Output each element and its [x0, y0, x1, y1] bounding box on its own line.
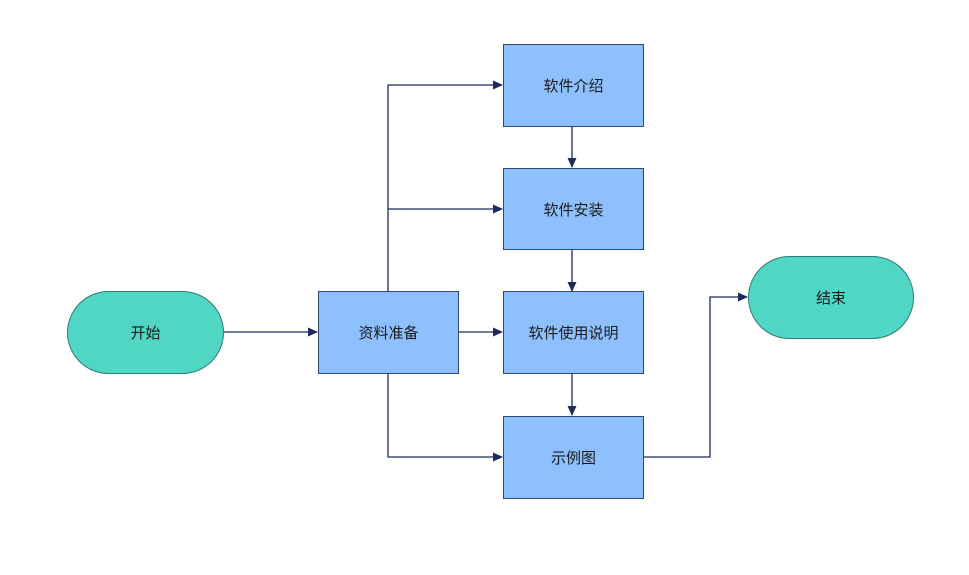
node-prepare[interactable]: 资料准备 — [318, 291, 459, 374]
node-start[interactable]: 开始 — [67, 291, 224, 374]
node-install-label: 软件安装 — [543, 200, 604, 219]
node-usage[interactable]: 软件使用说明 — [503, 291, 644, 374]
connector-prepare-to-examples — [387, 373, 503, 462]
connector-prepare-to-intro — [387, 80, 503, 292]
node-install[interactable]: 软件安装 — [503, 168, 644, 250]
connector-examples-to-end — [643, 292, 748, 458]
node-usage-label: 软件使用说明 — [528, 324, 619, 342]
node-intro-label: 软件介绍 — [543, 77, 604, 95]
node-start-label: 开始 — [130, 324, 161, 342]
node-prepare-label: 资料准备 — [358, 324, 419, 342]
node-examples-label: 示例图 — [550, 449, 596, 467]
node-end[interactable]: 结束 — [748, 256, 914, 339]
node-intro[interactable]: 软件介绍 — [503, 44, 644, 127]
node-end-label: 结束 — [815, 289, 846, 307]
node-examples[interactable]: 示例图 — [503, 416, 644, 499]
